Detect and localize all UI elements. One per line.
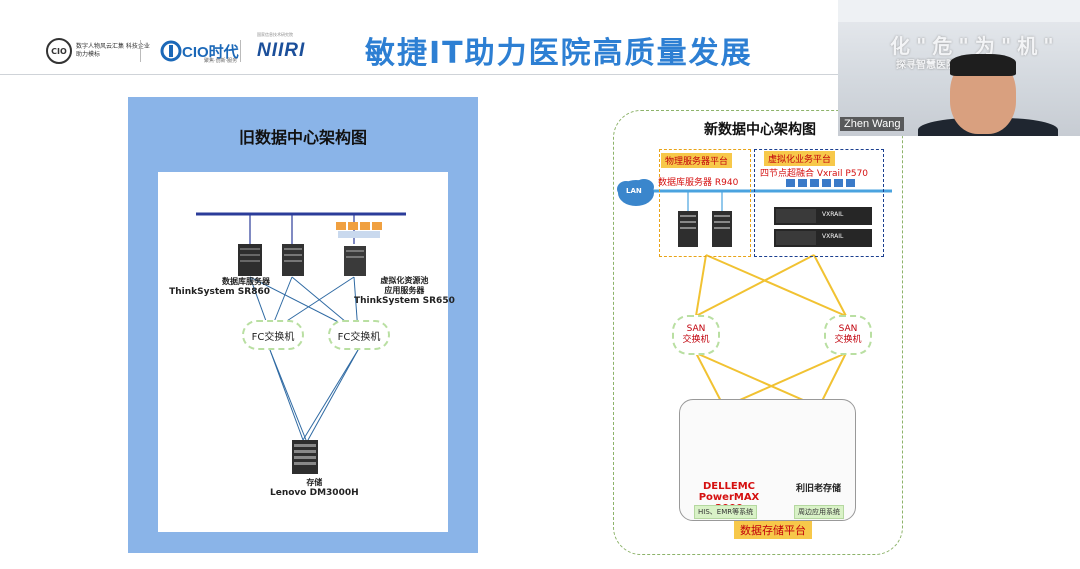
fc-links [249,276,359,441]
old-diagram-title: 旧数据中心架构图 [238,128,367,147]
storage-array-icon [292,440,318,474]
virt-server-icon [344,246,366,276]
db-server-r940-label: 数据库服务器 R940 [658,178,739,188]
participant-name-label: Zhen Wang [840,117,905,131]
logo-cio-times: CIO时代 聚焦·创新·服务 [160,38,239,64]
video-backdrop-logo-bar [838,0,1080,22]
hci-vxrail-label: 四节点超融合 Vxrail P570 [760,169,869,179]
data-storage-platform-tag: 数据存储平台 [734,521,812,539]
logo-mark: CIO [46,38,72,64]
virtualization-platform-tag: 虚拟化业务平台 [764,151,836,166]
legacy-storage-label: 利旧老存储 [796,484,842,494]
virtualization-platform-box [754,149,884,257]
storage-label: 存储 Lenovo DM3000H [270,478,359,498]
fc-switch-2: FC交换机 [328,320,390,350]
lan-cloud-icon [617,179,654,206]
old-datacenter-panel: 旧数据中心架构图 [128,97,478,553]
participant-video-tile[interactable]: 化"危"为"机" 探寻智慧医院之路 Zhen Wang [838,0,1080,136]
lan-label: LAN [626,187,642,195]
vxrail-badge-1: VXRAIL [822,211,844,218]
new-diagram-title: 新数据中心架构图 [704,122,816,138]
new-datacenter-panel: 新数据中心架构图 物理服务器平台 虚拟化业务平台 数据库服务器 R940 四节点… [613,110,903,555]
cio-brand-text: CIO时代 [182,43,239,61]
niiri-sub: 国家信息技术研究院 [257,32,293,37]
logo-divider [140,40,141,62]
db-server-1-icon [238,244,262,276]
logo-niiri: 国家信息技术研究院 NIIRI [257,32,306,64]
storage-platform-box [679,399,856,521]
vm-pool-icon [336,222,382,238]
physical-platform-tag: 物理服务器平台 [661,153,733,168]
logo-digital-figures: CIO 数字人物风云汇集 科技企业助力模标 [46,38,150,64]
slide-title: 敏捷IT助力医院高质量发展 [365,36,753,71]
backdrop-subtitle: 探寻智慧医院之路 [896,60,976,71]
his-emr-tag: HIS、EMR等系统 [694,505,758,519]
edge-apps-tag: 周边应用系统 [794,505,844,519]
logo-divider [240,40,241,62]
vxrail-appliance-1-icon [774,207,872,225]
vm-icons [786,179,855,187]
fc-switch-1: FC交换机 [242,320,304,350]
virt-server-label: 虚拟化资源池 应用服务器 ThinkSystem SR650 [354,276,455,306]
r940-server-1-icon [678,211,698,247]
logo-text: 数字人物风云汇集 科技企业助力模标 [76,43,150,58]
header-divider [0,74,1080,75]
cio-brand-sub: 聚焦·创新·服务 [204,58,238,64]
speaker-hair [950,54,1016,76]
r940-server-2-icon [712,211,732,247]
db-server-label: 数据库服务器 ThinkSystem SR860 [169,277,270,297]
physical-server-platform-box [659,149,751,257]
niiri-brand-text: NIIRI [257,40,306,61]
vxrail-appliance-2-icon [774,229,872,247]
vxrail-badge-2: VXRAIL [822,233,844,240]
san-links [695,254,847,408]
old-diagram-canvas: 数据库服务器 ThinkSystem SR860 虚拟化资源池 应用服务器 Th… [158,172,455,532]
cio-logo-icon [160,40,182,62]
db-server-2-icon [282,244,304,276]
